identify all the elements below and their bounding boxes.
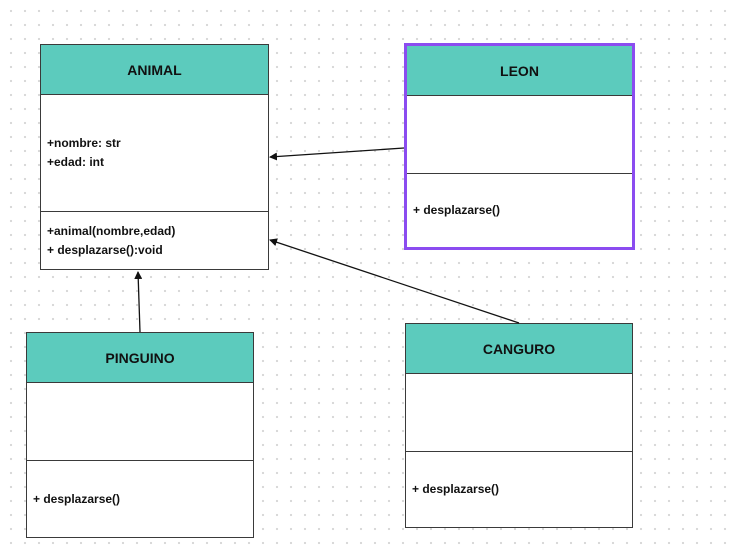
class-leon-attributes[interactable] [407,96,632,174]
class-leon-name: LEON [500,62,539,79]
class-canguro-name: CANGURO [482,340,556,357]
class-leon-header[interactable]: LEON [407,46,632,96]
class-canguro-header[interactable]: CANGURO [406,324,632,374]
relation-pinguino-animal[interactable] [134,271,143,333]
class-animal-header[interactable]: ANIMAL [41,45,268,95]
class-canguro[interactable]: CANGURO + desplazarse() [405,323,633,528]
class-pinguino-methods[interactable]: + desplazarse() [27,461,253,537]
relation-canguro-animal[interactable] [269,238,520,324]
method: +animal(nombre,edad) [47,223,176,238]
method: + desplazarse() [412,482,500,496]
class-canguro-attributes[interactable] [406,374,632,452]
attribute: +edad: int [47,155,105,169]
method: + desplazarse() [33,491,121,506]
class-pinguino[interactable]: PINGUINO + desplazarse() [26,332,254,538]
class-leon[interactable]: LEON + desplazarse() [404,43,635,250]
class-canguro-methods[interactable]: + desplazarse() [406,452,632,527]
relation-leon-animal[interactable] [269,147,405,161]
class-pinguino-name: PINGUINO [105,349,175,366]
class-animal-methods[interactable]: +animal(nombre,edad) + desplazarse():voi… [41,212,268,269]
attribute: +nombre: str [47,136,121,150]
class-animal-attributes[interactable]: +nombre: str +edad: int [41,95,268,212]
method: + desplazarse():void [47,242,163,257]
class-pinguino-attributes[interactable] [27,383,253,461]
class-pinguino-header[interactable]: PINGUINO [27,333,253,383]
class-animal[interactable]: ANIMAL +nombre: str +edad: int +animal(n… [40,44,269,270]
class-animal-name: ANIMAL [127,61,182,78]
class-leon-methods[interactable]: + desplazarse() [407,174,632,247]
method: + desplazarse() [413,203,501,217]
